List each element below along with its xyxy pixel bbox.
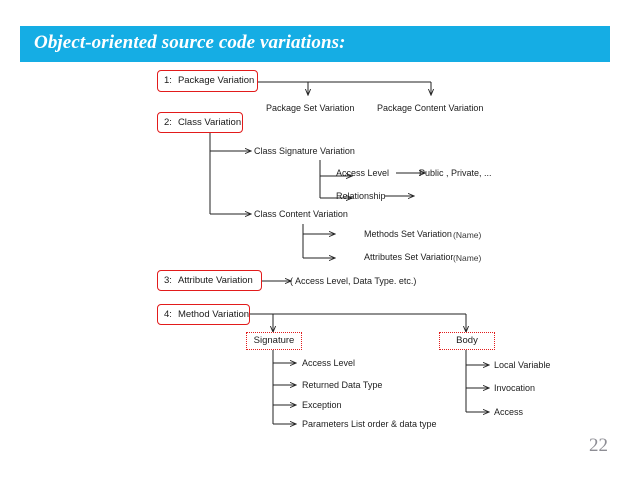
node-class-variation[interactable]: 2: Class Variation (157, 112, 243, 133)
node-signature[interactable]: Signature (246, 332, 302, 350)
node-package-variation-number: 1: (164, 75, 172, 87)
label-methods-set-variation: Methods Set Variation (364, 229, 452, 239)
label-class-signature-variation: Class Signature Variation (254, 146, 355, 156)
label-signature-access-level: Access Level (302, 358, 356, 368)
page-title: Object-oriented source code variations: (34, 32, 346, 53)
label-signature-returned-data-type: Returned Data Type (302, 380, 383, 390)
label-attributes-set-variation: Attributes Set Variatior (364, 252, 454, 262)
label-class-content-variation: Class Content Variation (254, 209, 348, 219)
node-signature-label: Signature (253, 335, 295, 347)
node-method-variation-label: Method Variation (177, 308, 250, 320)
label-relationship: Relationship (336, 191, 386, 201)
node-class-variation-label: Class Variation (177, 116, 242, 128)
label-access-level: Access Level (336, 168, 390, 178)
node-body[interactable]: Body (439, 332, 495, 350)
node-method-variation[interactable]: 4: Method Variation (157, 304, 250, 325)
label-signature-parameters: Parameters List order & data type (302, 419, 437, 429)
label-access-level-values: Public , Private, ... (419, 168, 492, 178)
label-body-local-variable: Local Variable (494, 360, 551, 370)
node-attribute-variation-label: Attribute Variation (177, 274, 253, 286)
label-body-access: Access (494, 407, 524, 417)
node-attribute-variation-number: 3: (164, 274, 172, 286)
label-methods-set-name: (Name) (453, 230, 482, 240)
slide-title-band: Object-oriented source code variations: (20, 26, 610, 62)
label-package-set-variation: Package Set Variation (266, 103, 355, 113)
node-method-variation-number: 4: (164, 308, 172, 320)
node-body-label: Body (456, 335, 478, 347)
node-attribute-variation[interactable]: 3: Attribute Variation (157, 270, 262, 291)
node-class-variation-number: 2: (164, 116, 172, 128)
node-package-variation[interactable]: 1: Package Variation (157, 70, 258, 92)
label-body-invocation: Invocation (494, 383, 536, 393)
node-package-variation-label: Package Variation (177, 75, 255, 87)
label-package-content-variation: Package Content Variation (377, 103, 484, 113)
page-number: 22 (589, 435, 608, 456)
label-attribute-variation-note: ( Access Level, Data Type. etc.) (290, 276, 417, 286)
label-signature-exception: Exception (302, 400, 342, 410)
label-attributes-set-name: (Name) (453, 253, 482, 263)
